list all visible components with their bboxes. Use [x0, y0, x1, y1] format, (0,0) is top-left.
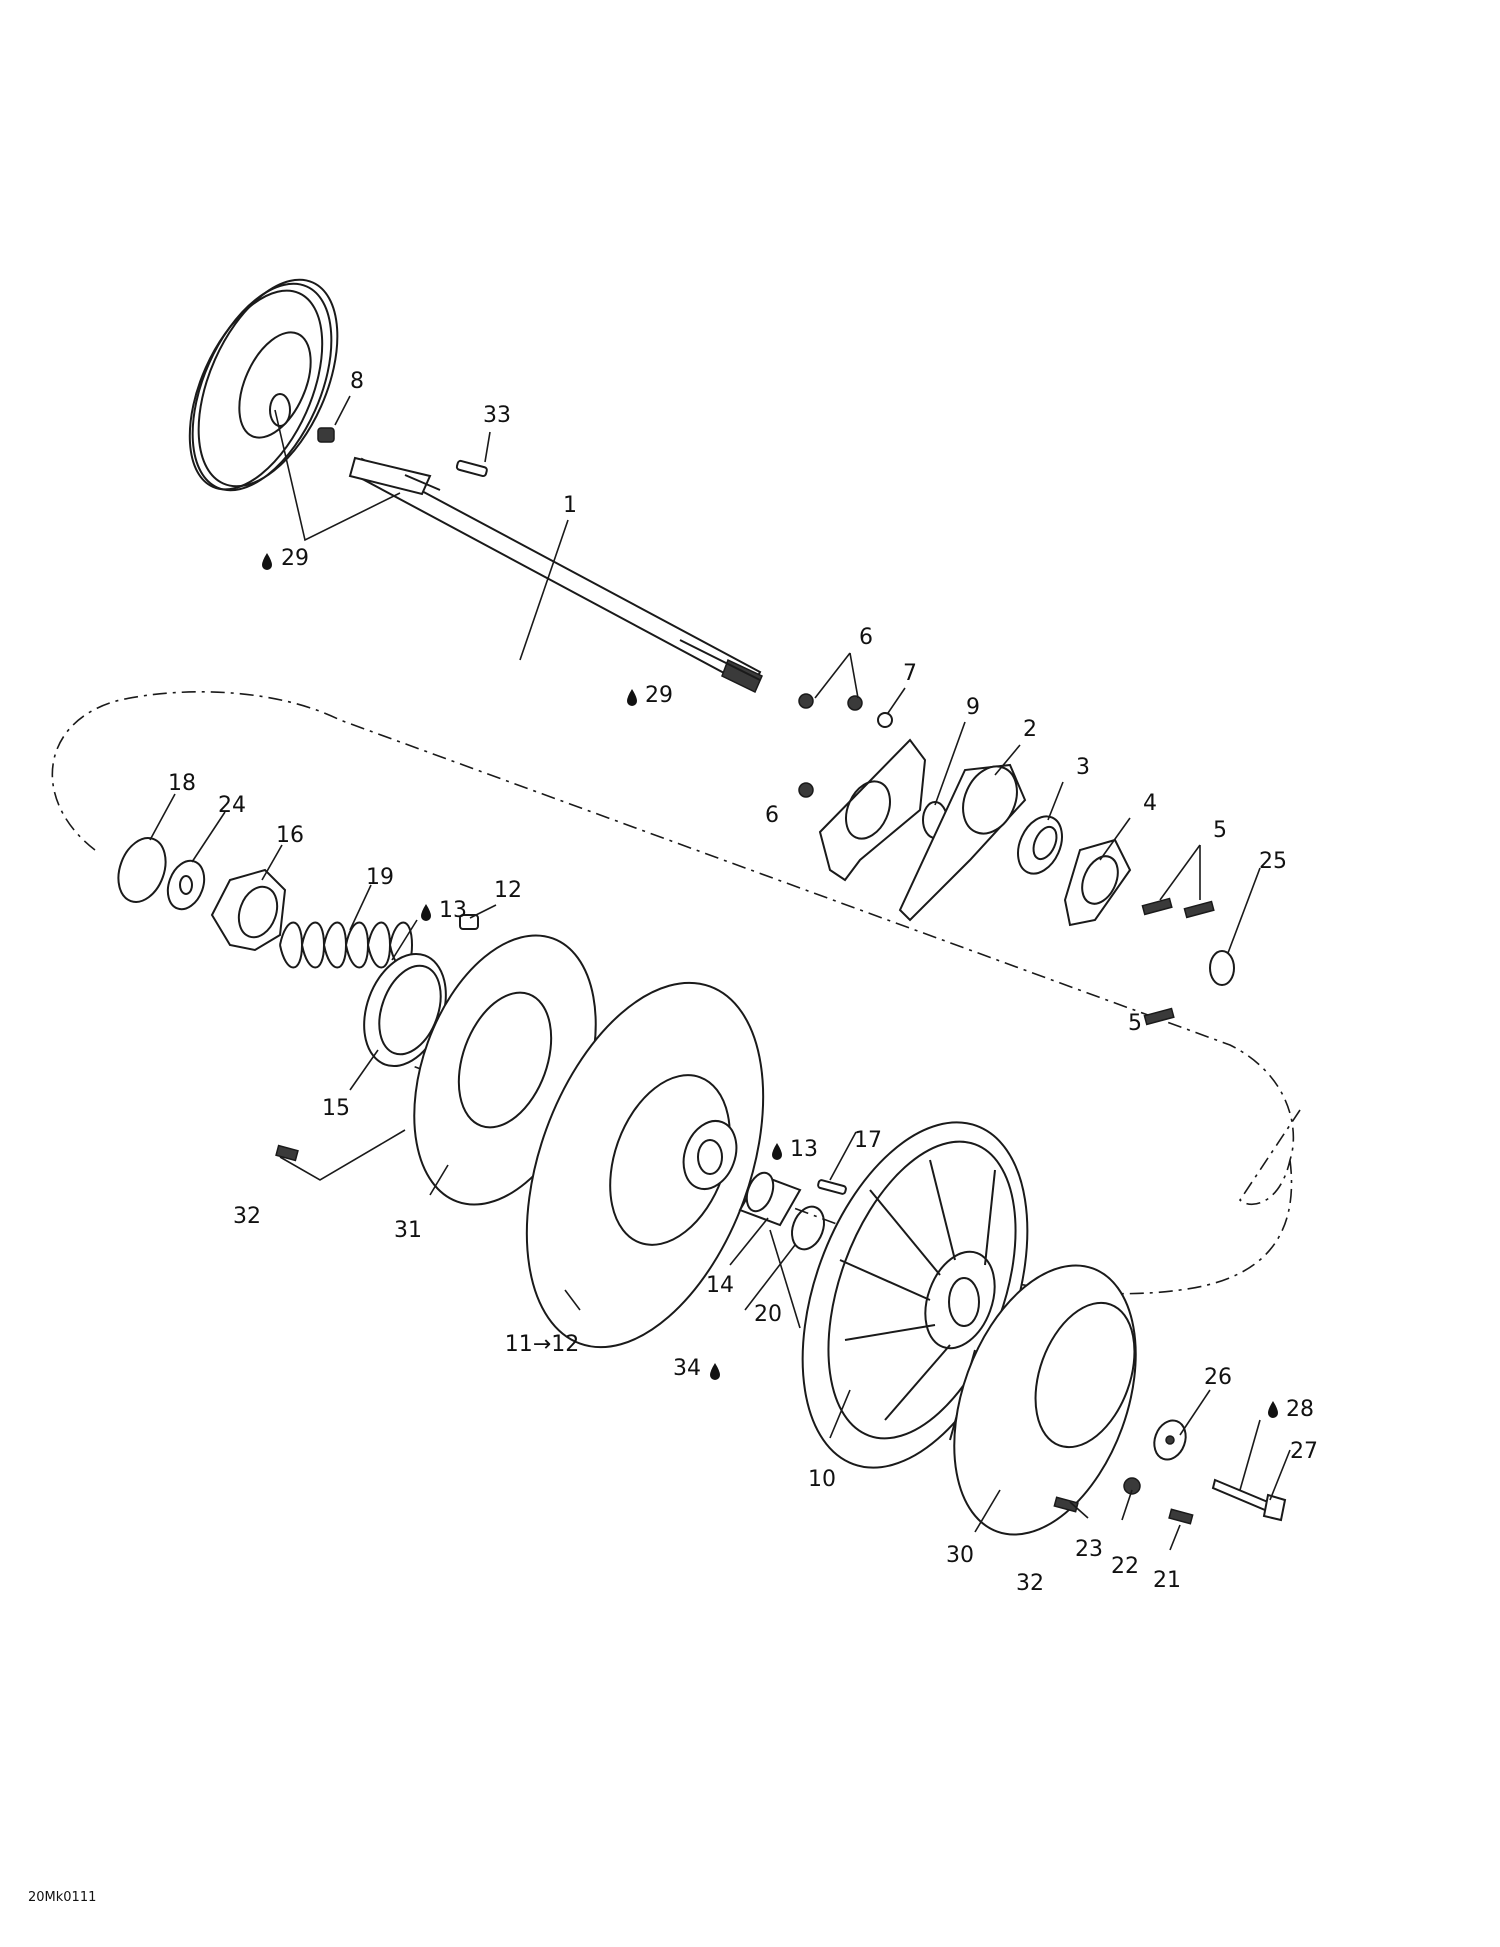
part-5-screw-a: [1141, 897, 1173, 916]
callout-13a: 13: [439, 898, 467, 923]
callout-25: 25: [1259, 849, 1287, 874]
callout-8: 8: [350, 369, 364, 394]
part-14-bushing: [738, 1171, 802, 1227]
callout-33: 33: [483, 403, 511, 428]
part-21-screw: [1168, 1508, 1194, 1525]
part-4-flange: [1063, 838, 1132, 927]
fixed-sheave: [188, 278, 339, 492]
callout-26: 26: [1204, 1365, 1232, 1390]
part-22-nut: [1123, 1477, 1141, 1495]
part-32-screw-left: [275, 1144, 299, 1162]
callout-17: 17: [854, 1128, 882, 1153]
callout-7: 7: [903, 661, 917, 686]
part-5-screw-b: [1183, 900, 1215, 919]
callout-29a: 29: [281, 546, 309, 571]
part-19-spring: [279, 921, 413, 969]
callout-21: 21: [1153, 1568, 1181, 1593]
callout-16: 16: [276, 823, 304, 848]
callout-24: 24: [218, 793, 246, 818]
lubricant-drop-icon: [627, 689, 637, 706]
part-11-sliding-sheave: [525, 981, 765, 1349]
part-18-circlip: [117, 837, 167, 903]
lubricant-drop-icon: [710, 1363, 720, 1380]
part-6-nut-b: [847, 695, 863, 711]
part-6-nut-a: [798, 693, 814, 709]
callout-23: 23: [1075, 1537, 1103, 1562]
part-20-washer: [791, 1205, 825, 1251]
part-27-bolt: [1211, 1478, 1287, 1522]
part-16-cam: [210, 868, 287, 952]
part-25-ring: [1209, 950, 1235, 986]
callout-5a: 5: [1213, 818, 1227, 843]
part-2-plate: [898, 763, 1027, 922]
lubricant-icons: [262, 553, 1278, 1418]
callout-19: 19: [366, 865, 394, 890]
bracket-plate: [818, 738, 927, 882]
part-1-shaft: [348, 456, 763, 694]
part-24-washer: [166, 859, 206, 911]
part-8-setscrew: [317, 427, 335, 443]
callout-2: 2: [1023, 717, 1037, 742]
part-6-nut-c: [798, 782, 814, 798]
callout-4: 4: [1143, 791, 1157, 816]
callout-28: 28: [1286, 1397, 1314, 1422]
callout-31: 31: [394, 1218, 422, 1243]
callout-30: 30: [946, 1543, 974, 1568]
callout-13b: 13: [790, 1137, 818, 1162]
callout-9: 9: [966, 695, 980, 720]
lubricant-drop-icon: [772, 1143, 782, 1160]
callout-11: 11→12: [505, 1332, 579, 1357]
callout-6b: 6: [765, 803, 779, 828]
lubricant-drop-icon: [421, 904, 431, 921]
part-12-slider: [459, 914, 479, 930]
callout-12: 12: [494, 878, 522, 903]
part-26-washer: [1153, 1419, 1187, 1461]
callout-15: 15: [322, 1096, 350, 1121]
lubricant-drop-icon: [1268, 1401, 1278, 1418]
callout-5b: 5: [1128, 1011, 1142, 1036]
callout-29b: 29: [645, 683, 673, 708]
callout-20: 20: [754, 1302, 782, 1327]
callout-14: 14: [706, 1273, 734, 1298]
callout-1: 1: [563, 493, 577, 518]
part-7-washer: [877, 712, 893, 728]
callout-32b: 32: [1016, 1571, 1044, 1596]
leader-lines: [149, 395, 1291, 1551]
callout-18: 18: [168, 771, 196, 796]
drawing-code: 20Mk0111: [28, 1890, 97, 1905]
callout-34: 34: [673, 1356, 701, 1381]
lubricant-drop-icon: [262, 553, 272, 570]
part-17-pin: [817, 1179, 847, 1195]
part-33-pin: [455, 459, 488, 478]
callout-32a: 32: [233, 1204, 261, 1229]
callout-22: 22: [1111, 1554, 1139, 1579]
part-5-screw-c: [1143, 1007, 1175, 1026]
part-30-cover: [953, 1264, 1137, 1536]
callout-10: 10: [808, 1467, 836, 1492]
callout-labels: 1 2 3 4 5 5 6 6 7 8 9 10 11→12 12 13 13 …: [168, 369, 1318, 1596]
belt-outline: [51, 691, 1301, 1295]
callout-3: 3: [1076, 755, 1090, 780]
callout-27: 27: [1290, 1439, 1318, 1464]
part-3-bearing: [1017, 815, 1063, 875]
callout-6a: 6: [859, 625, 873, 650]
